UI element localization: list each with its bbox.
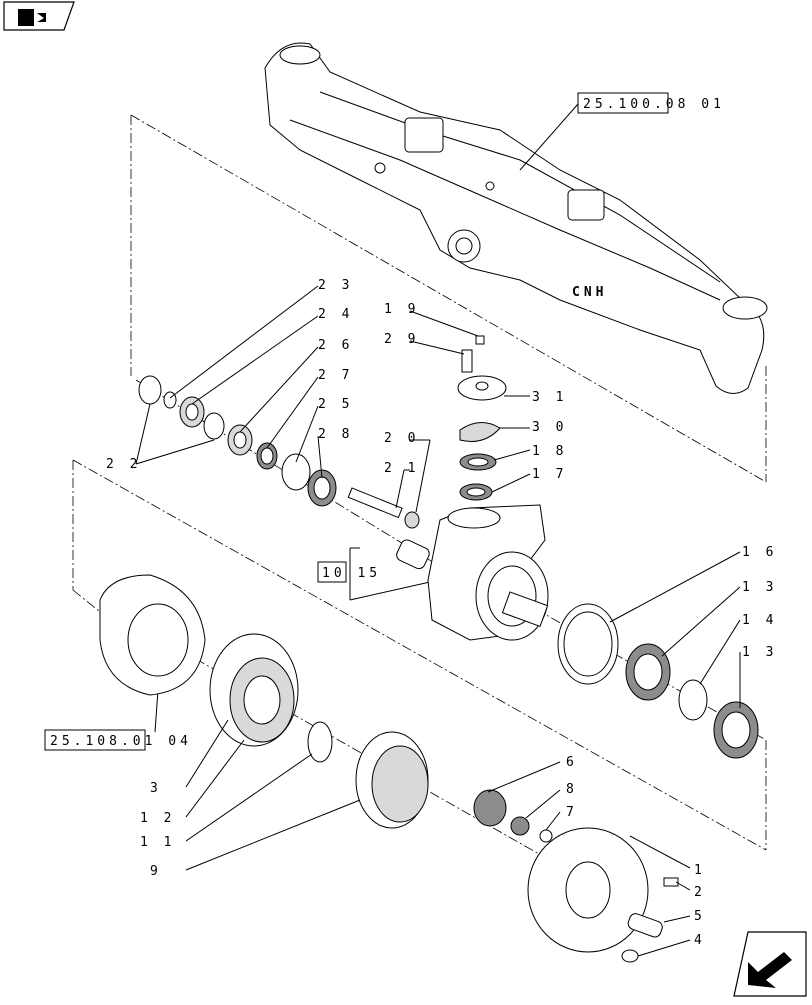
reference-hub-label: 25.108.01 04	[50, 734, 192, 749]
hub-planetary	[99, 574, 679, 963]
callout-27: 2 7	[318, 368, 353, 383]
callout-3: 3	[150, 781, 162, 796]
callout-7: 7	[566, 805, 578, 820]
callout-26: 2 6	[318, 338, 353, 353]
callout-13-upper: 1 3	[742, 580, 777, 595]
steering-knuckle	[427, 504, 549, 641]
leader-lines	[135, 285, 741, 957]
callout-11: 1 1	[140, 835, 175, 850]
callout-29: 2 9	[384, 332, 419, 347]
callout-14: 1 4	[742, 613, 777, 628]
reference-axle-label: 25.100.08 01	[583, 97, 725, 112]
callout-24: 2 4	[318, 307, 353, 322]
callout-28: 2 8	[318, 427, 353, 442]
callout-19: 1 9	[384, 302, 419, 317]
callout-4: 4	[694, 933, 706, 948]
reference-axle[interactable]: 25.100.08 01	[519, 92, 725, 171]
back-book-icon[interactable]	[3, 1, 75, 31]
callout-13-lower: 1 3	[742, 645, 777, 660]
reference-knuckle-label: 10 15	[322, 566, 381, 581]
callout-5: 5	[694, 909, 706, 924]
callout-23: 2 3	[318, 278, 353, 293]
brand-mark: CNH	[572, 285, 607, 300]
callout-6: 6	[566, 755, 578, 770]
callout-12: 1 2	[140, 811, 175, 826]
callout-22: 2 2	[106, 457, 141, 472]
next-page-arrow-icon[interactable]	[733, 931, 807, 997]
callout-21: 2 1	[384, 461, 419, 476]
reference-hub[interactable]: 25.108.01 04	[44, 689, 192, 751]
callout-30: 3 0	[532, 420, 567, 435]
callout-31: 3 1	[532, 390, 567, 405]
callout-16: 1 6	[742, 545, 777, 560]
callout-9: 9	[150, 864, 162, 879]
callout-17: 1 7	[532, 467, 567, 482]
callout-labels: 2 3 2 4 2 6 2 7 2 5 2 8 2 2 1 9 2 9 3 1 …	[106, 278, 777, 948]
reference-knuckle[interactable]: 10 15	[317, 547, 431, 601]
callout-18: 1 8	[532, 444, 567, 459]
kingpin-stack	[457, 335, 507, 501]
callout-25: 2 5	[318, 397, 353, 412]
callout-20: 2 0	[384, 431, 419, 446]
axle-housing: CNH	[264, 42, 768, 394]
callout-2: 2	[694, 885, 706, 900]
callout-1: 1	[694, 863, 706, 878]
callout-8: 8	[566, 782, 578, 797]
right-bearing-stack	[557, 603, 759, 759]
